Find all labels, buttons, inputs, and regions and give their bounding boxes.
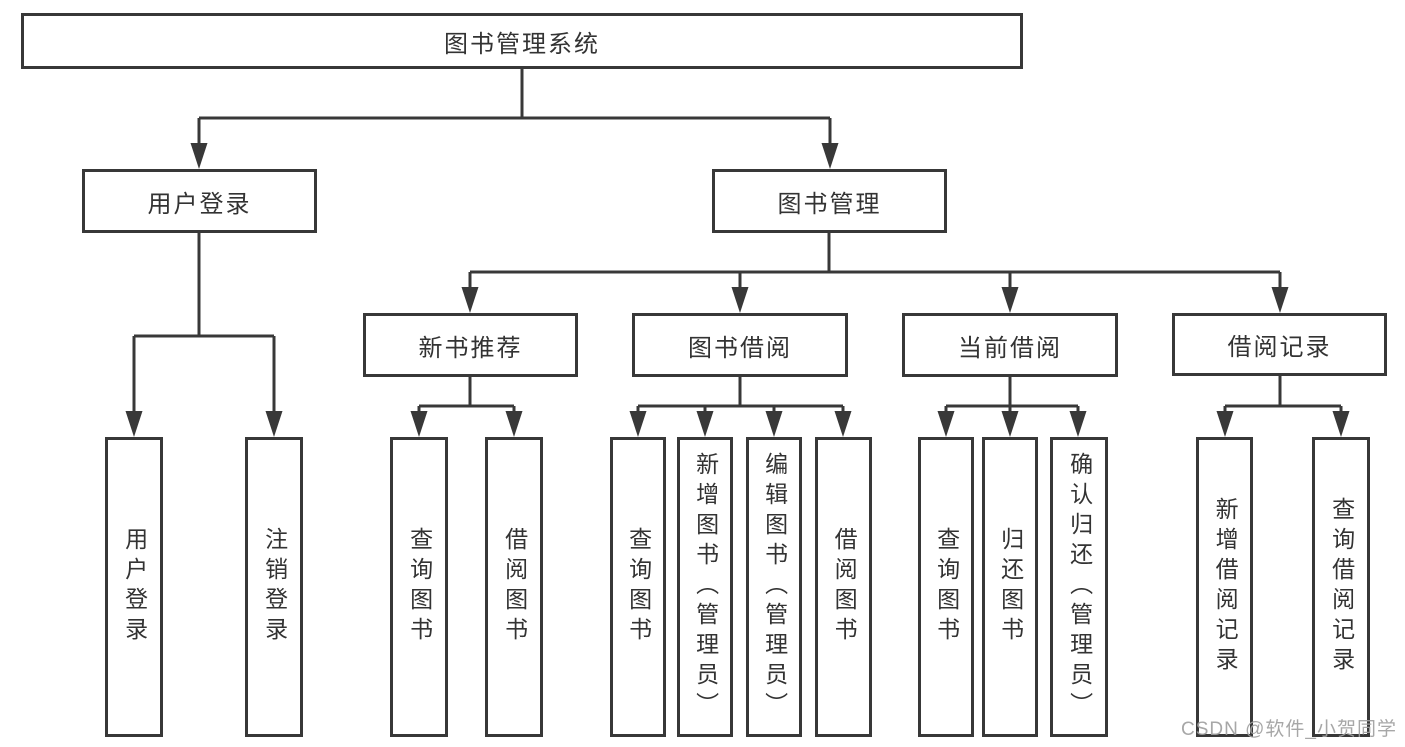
leaf-edit-book-admin-label: 编辑图书（管理员） — [761, 452, 788, 722]
node-user-login: 用户登录 — [82, 169, 317, 233]
leaf-borrow-books-recommend: 借阅图书 — [485, 437, 543, 737]
leaf-logout: 注销登录 — [245, 437, 303, 737]
leaf-borrow-books-borrow-label: 借阅图书 — [831, 527, 858, 647]
leaf-confirm-return-admin-label: 确认归还（管理员） — [1066, 452, 1093, 722]
leaf-query-books-borrow-label: 查询图书 — [625, 527, 652, 647]
leaf-user-login-label: 用户登录 — [121, 527, 148, 647]
node-current-borrow: 当前借阅 — [902, 313, 1118, 377]
leaf-query-books-recommend-label: 查询图书 — [406, 527, 433, 647]
leaf-query-books-borrow: 查询图书 — [610, 437, 666, 737]
connector-edges — [132, 68, 1343, 413]
node-new-book-recommend-label: 新书推荐 — [418, 334, 523, 362]
leaf-query-books-recommend: 查询图书 — [390, 437, 448, 737]
node-book-borrow-label: 图书借阅 — [688, 334, 792, 362]
node-current-borrow-label: 当前借阅 — [958, 334, 1062, 362]
leaf-logout-label: 注销登录 — [261, 527, 288, 647]
leaf-add-borrow-record-label: 新增借阅记录 — [1212, 497, 1239, 677]
leaf-query-books-current-label: 查询图书 — [933, 527, 960, 647]
node-root: 图书管理系统 — [21, 13, 1023, 69]
node-book-borrow: 图书借阅 — [632, 313, 848, 377]
node-borrow-records-label: 借阅记录 — [1227, 334, 1332, 361]
leaf-query-borrow-record-label: 查询借阅记录 — [1328, 497, 1355, 677]
leaf-user-login: 用户登录 — [105, 437, 163, 737]
leaf-return-books: 归还图书 — [982, 437, 1038, 737]
node-new-book-recommend: 新书推荐 — [363, 313, 578, 377]
leaf-add-book-admin: 新增图书（管理员） — [677, 437, 733, 737]
leaf-confirm-return-admin: 确认归还（管理员） — [1050, 437, 1108, 737]
node-book-management-label: 图书管理 — [777, 190, 882, 218]
node-borrow-records: 借阅记录 — [1172, 313, 1387, 376]
leaf-query-books-current: 查询图书 — [918, 437, 974, 737]
leaf-add-borrow-record: 新增借阅记录 — [1196, 437, 1253, 737]
leaf-return-books-label: 归还图书 — [997, 527, 1024, 647]
node-book-management: 图书管理 — [712, 169, 947, 233]
leaf-add-book-admin-label: 新增图书（管理员） — [692, 452, 719, 722]
node-user-login-label: 用户登录 — [147, 190, 252, 218]
leaf-borrow-books-borrow: 借阅图书 — [815, 437, 872, 737]
leaf-borrow-books-recommend-label: 借阅图书 — [501, 527, 528, 647]
node-root-label: 图书管理系统 — [444, 30, 600, 58]
leaf-query-borrow-record: 查询借阅记录 — [1312, 437, 1370, 737]
csdn-watermark: CSDN @软件_小贺同学 — [1181, 719, 1397, 740]
leaf-edit-book-admin: 编辑图书（管理员） — [746, 437, 802, 737]
connector-arrowheads — [125, 143, 1350, 437]
